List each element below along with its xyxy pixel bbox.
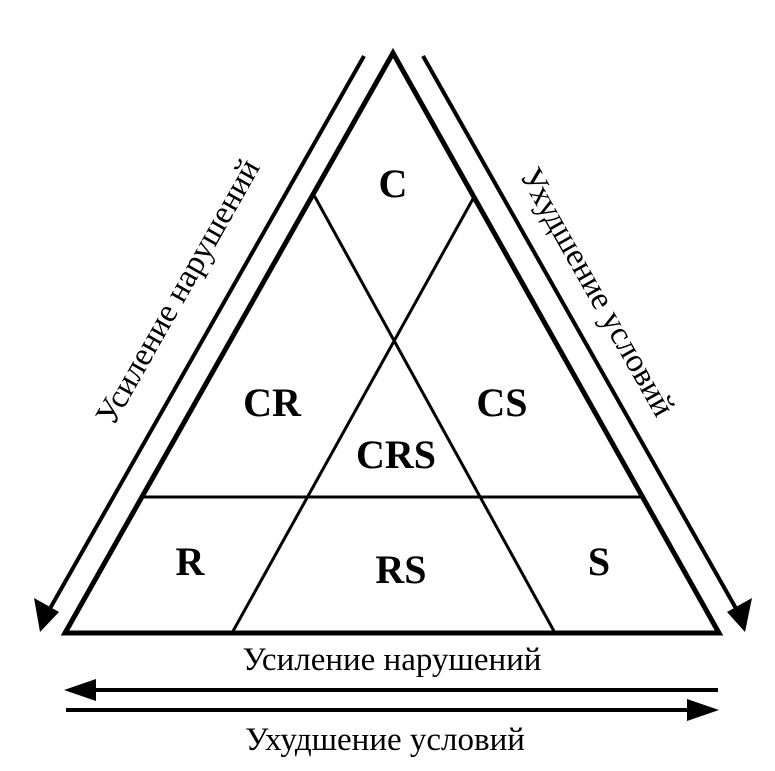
left-arrow-head [34,598,59,632]
region-label-s: S [588,539,610,584]
region-label-cr: CR [243,380,302,425]
left-arrow-shaft [46,55,366,613]
right-arrow-head [727,598,752,632]
inner-line-right [230,195,476,635]
region-label-rs: RS [375,547,426,592]
bottom-top-label: Усиление нарушений [243,642,542,678]
region-label-crs: CRS [356,432,436,477]
left-side-label: Усиление нарушений [89,153,268,431]
right-side-label: Ухудшение условий [512,161,681,422]
region-label-cs: CS [476,380,527,425]
inner-line-left [313,195,557,635]
region-label-c: C [379,161,408,206]
bottom-bottom-label: Ухудшение условий [245,722,525,758]
outer-triangle [60,47,724,636]
region-label-r: R [176,539,206,584]
bottom-right-arrow-head [687,699,719,721]
right-arrow-shaft [421,55,740,613]
bottom-left-arrow-head [64,679,96,701]
